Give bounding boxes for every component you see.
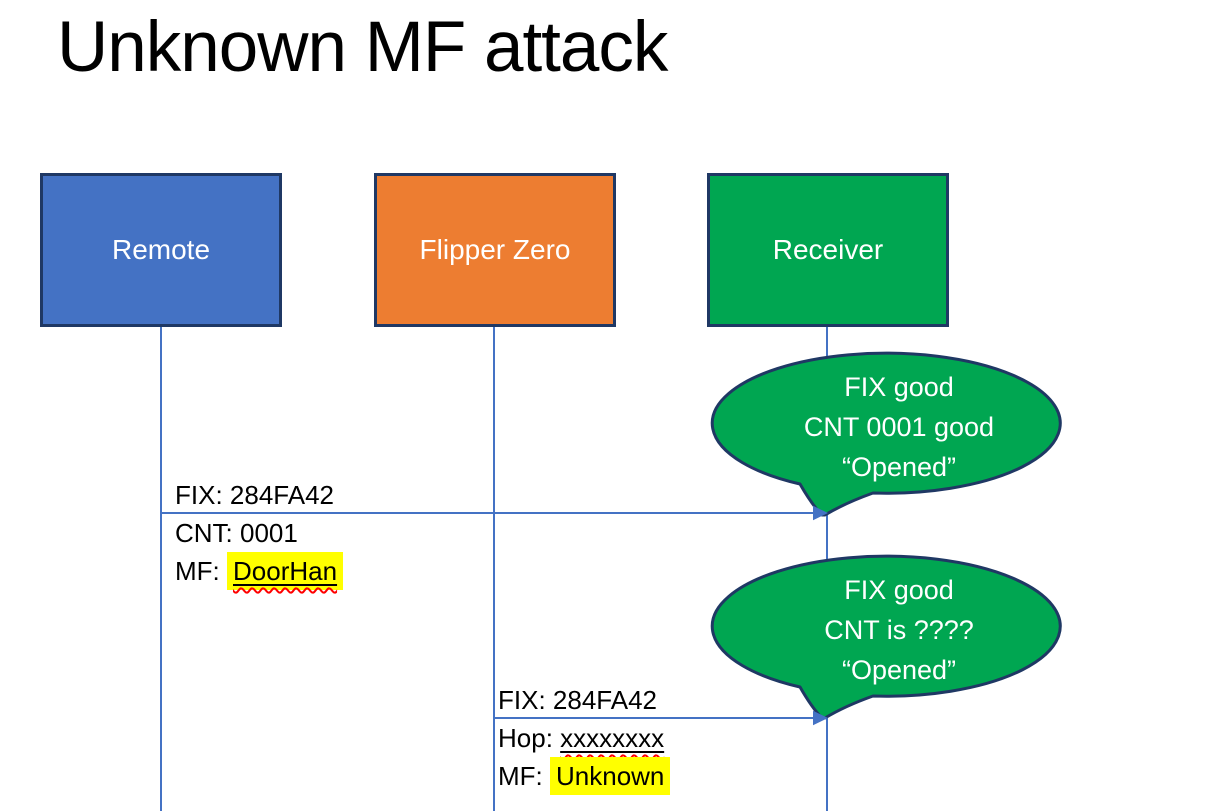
lifeline-remote — [160, 327, 162, 811]
message-2-fix-line: FIX: 284FA42 — [498, 685, 657, 715]
callout-2-text: FIX good CNT is ???? “Opened” — [725, 570, 1073, 690]
message-2-mf-value-highlight: Unknown — [550, 757, 671, 795]
actor-label-receiver: Receiver — [772, 234, 884, 265]
message-2-mf-prefix: MF: — [498, 761, 550, 791]
message-1-mf-value: DoorHan — [233, 556, 338, 586]
actor-label-remote: Remote — [111, 234, 211, 265]
callout-1-line-1: FIX good — [844, 372, 954, 402]
message-2-mf-value: Unknown — [556, 761, 665, 791]
message-2-mf-line: MF: Unknown — [498, 757, 671, 795]
lifeline-flipper-zero — [493, 327, 495, 811]
callout-2-line-2: CNT is ???? — [824, 615, 974, 645]
message-2-hop-value-squiggle: xxxxxxxx — [560, 723, 664, 753]
slide-title: Unknown MF attack — [57, 8, 668, 87]
actor-box-flipper-zero: Flipper Zero — [374, 173, 616, 327]
message-1-mf-value-highlight: DoorHan — [227, 552, 344, 590]
actor-label-flipper-zero: Flipper Zero — [419, 234, 571, 265]
actor-box-remote: Remote — [40, 173, 282, 327]
actor-box-receiver: Receiver — [707, 173, 949, 327]
callout-1-line-2: CNT 0001 good — [803, 412, 995, 442]
message-1-mf-prefix: MF: — [175, 556, 227, 586]
message-2-hop-prefix: Hop: — [498, 723, 561, 753]
message-1-label: FIX: 284FA42 CNT: 0001 MF: DoorHan — [175, 476, 344, 590]
message-2-hop-value: xxxxxxxx — [560, 723, 665, 753]
message-2-hop-line: Hop: xxxxxxxx — [498, 719, 670, 757]
callout-2-line-3: “Opened” — [841, 655, 957, 685]
callout-1-text: FIX good CNT 0001 good “Opened” — [725, 367, 1073, 487]
message-1-cnt-line: CNT: 0001 — [175, 518, 298, 548]
message-1-fix-line: FIX: 284FA42 — [175, 480, 334, 510]
message-1-mf-line: MF: DoorHan — [175, 552, 344, 590]
callout-1-line-3: “Opened” — [841, 452, 957, 482]
message-2-label: FIX: 284FA42 Hop: xxxxxxxx MF: Unknown — [498, 681, 671, 795]
callout-2-line-1: FIX good — [844, 575, 954, 605]
